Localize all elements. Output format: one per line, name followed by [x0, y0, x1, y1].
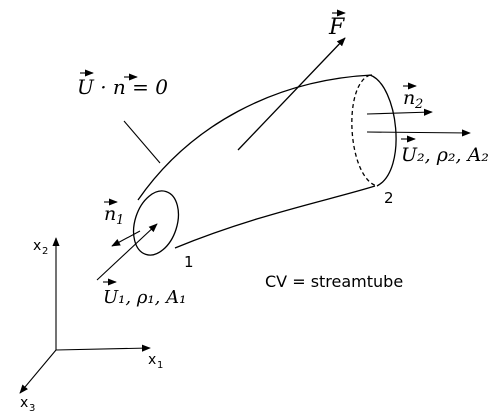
x3-axis [19, 349, 57, 394]
x1-axis-label: x [148, 352, 156, 368]
no-flux-condition-label: U · n = 0 [77, 75, 168, 99]
force-label: F [328, 15, 345, 40]
inlet-state-label: U₁, ρ₁, A₁ [103, 287, 186, 308]
x2-axis-label: x [33, 238, 41, 254]
normal-n2-arrow [366, 108, 433, 116]
cv-note: CV = streamtube [265, 272, 403, 291]
streamtube-upper-wall [137, 74, 373, 201]
station-1-label: 1 [184, 253, 194, 271]
inlet-cross-section [132, 190, 180, 256]
x2-axis-subscript: 2 [42, 246, 48, 257]
station-2-label: 2 [384, 189, 394, 207]
outlet-velocity-arrow [366, 129, 471, 137]
inlet-velocity-arrow [96, 223, 158, 281]
outlet-cross-section-hidden [351, 74, 378, 187]
normal-n2-label: n [403, 87, 415, 109]
normal-n1-label: n [104, 203, 116, 225]
force-vector-arrow [237, 37, 346, 151]
x3-axis-subscript: 3 [29, 403, 35, 414]
outlet-cross-section-front [369, 74, 397, 187]
normal-n1-arrow [111, 230, 141, 247]
streamtube-lower-wall [174, 185, 376, 249]
x3-axis-label: x [20, 395, 28, 411]
x1-axis [55, 344, 151, 352]
x1-axis-subscript: 1 [157, 360, 163, 371]
normal-n2-subscript: 2 [414, 97, 423, 112]
outlet-state-label: U₂, ρ₂, A₂ [401, 144, 489, 166]
normal-n1-subscript: 1 [116, 213, 124, 228]
no-flux-leader-line [123, 120, 161, 164]
